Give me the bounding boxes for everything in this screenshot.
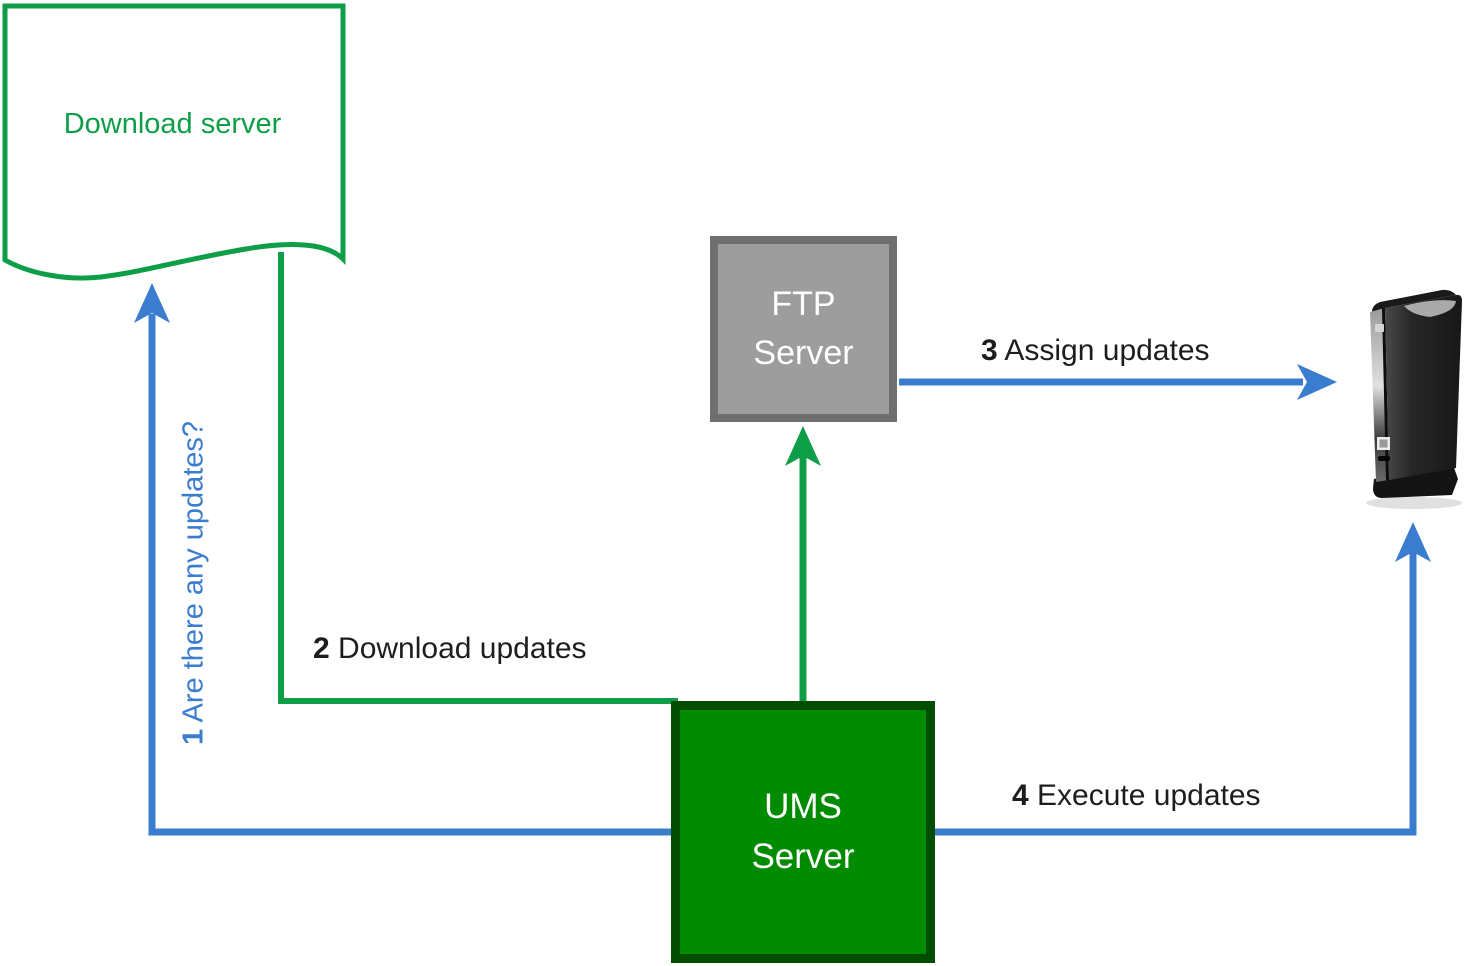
arrow-1-head-icon [134, 283, 170, 323]
step-2-number: 2 [313, 632, 330, 665]
arrow-2-line [278, 252, 678, 704]
download-server-label: Download server [60, 105, 285, 144]
download-server-node [2, 3, 346, 281]
arrow-3-head-icon [1297, 364, 1337, 400]
step-1-text: Are there any updates? [177, 420, 210, 723]
step-1-number: 1 [177, 728, 210, 746]
ftp-server-label-line2: Server [753, 334, 854, 372]
ums-server-node: UMS Server [671, 701, 935, 963]
step-3-number: 3 [981, 334, 998, 367]
thin-client-icon [1366, 289, 1462, 509]
step-4-number: 4 [1012, 779, 1029, 812]
ums-to-ftp-head-icon [785, 426, 821, 466]
step-3-label: 3 Assign updates [981, 334, 1210, 368]
step-2-text: Download updates [338, 632, 587, 665]
ums-server-label-line1: UMS [764, 787, 842, 826]
arrow-4-head-icon [1395, 522, 1431, 562]
step-4-text: Execute updates [1037, 779, 1261, 812]
ftp-server-node: FTP Server [710, 236, 897, 422]
ums-server-label-line2: Server [751, 837, 855, 876]
step-1-label: 1 Are there any updates? [178, 421, 211, 745]
download-server-label-line2: server [200, 108, 282, 140]
step-4-label: 4 Execute updates [1012, 779, 1261, 813]
step-3-text: Assign updates [1004, 334, 1210, 367]
ftp-server-label-line1: FTP [771, 285, 836, 323]
download-server-label-line1: Download [63, 108, 193, 140]
step-2-label: 2 Download updates [313, 632, 587, 666]
